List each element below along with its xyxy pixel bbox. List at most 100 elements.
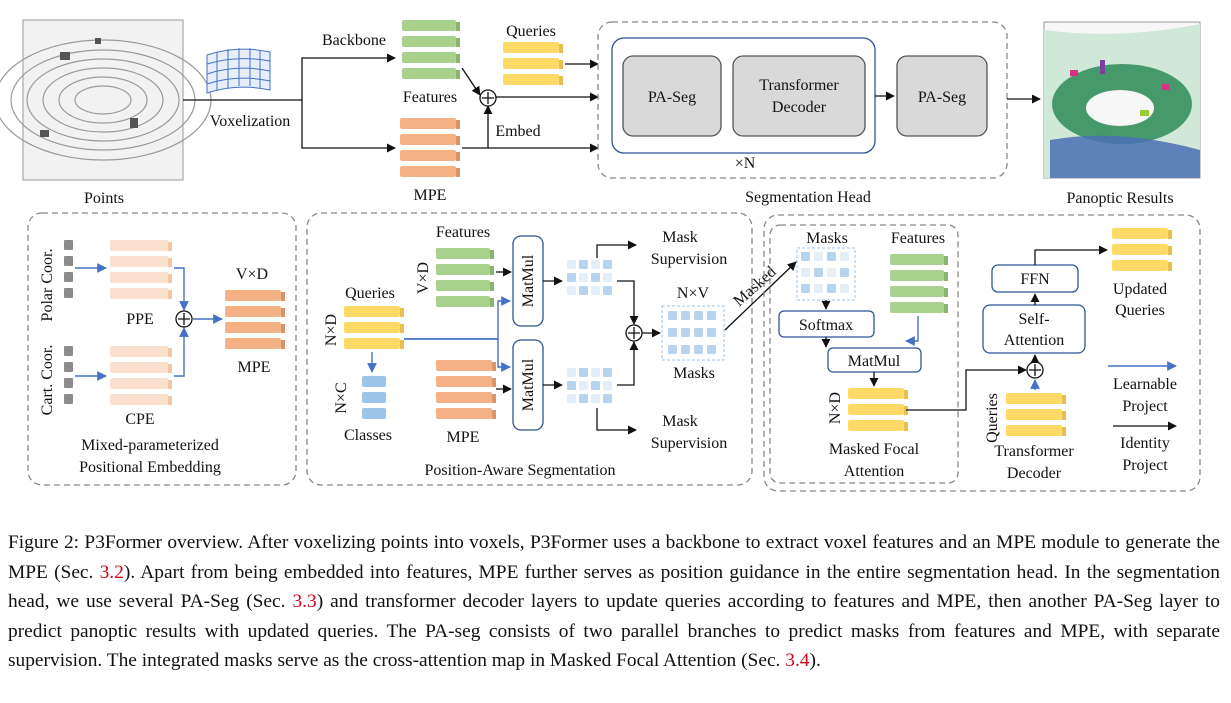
caption-ref-2[interactable]: 3.3	[292, 591, 317, 612]
mfa-matmul-label: MatMul	[848, 353, 901, 370]
pa-nxd-label: N×D	[323, 314, 340, 346]
pa-mpe-stack	[436, 360, 496, 419]
mpe-title-1: Mixed-parameterized	[81, 437, 219, 454]
pa-features-label: Features	[436, 224, 490, 241]
features-label: Features	[403, 89, 457, 106]
classes-label: Classes	[344, 427, 392, 444]
mfa-title-2: Attention	[844, 463, 904, 480]
caption-ref-3[interactable]: 3.4	[785, 650, 810, 671]
caption-text-3: ) and transformer decoder layers to upda…	[8, 591, 1220, 671]
mfa-masks-label: Masks	[806, 230, 848, 247]
embed-label: Embed	[495, 123, 540, 140]
points-image	[0, 19, 212, 181]
td-queries-stack	[1006, 393, 1066, 436]
legend-learnable-1: Learnable	[1113, 376, 1177, 393]
paseg-panel-box	[306, 212, 753, 486]
mask-sup-top-2: Supervision	[651, 251, 727, 268]
mfa-features-stack	[890, 254, 948, 313]
masked-label: Masked	[730, 263, 779, 310]
legend-identity-1: Identity	[1120, 435, 1170, 452]
queries-label: Queries	[506, 23, 556, 40]
paseg-module-2: PA-Seg	[896, 55, 988, 137]
mfa-title-1: Masked Focal	[829, 441, 920, 458]
cpe-label: CPE	[125, 411, 154, 428]
mpe-plus-node	[175, 310, 193, 328]
pa-queries-label: Queries	[345, 285, 395, 302]
panoptic-image	[1043, 21, 1201, 179]
caption-text-4: ).	[809, 650, 821, 671]
transformer-decoder-module	[732, 55, 866, 137]
mask-sup-top-1: Mask	[662, 229, 698, 246]
mask-sup-bottom-1: Mask	[662, 413, 698, 430]
polar-coor-label: Polar Coor.	[39, 249, 56, 322]
pa-queries-stack	[344, 306, 404, 349]
legend-learnable-2: Project	[1122, 398, 1168, 415]
mfa-nxd-label: N×D	[827, 392, 844, 424]
nxv-label: N×V	[677, 285, 710, 302]
features-stack	[402, 20, 460, 79]
self-attn-2: Attention	[1004, 332, 1064, 349]
updated-queries-1: Updated	[1113, 281, 1167, 298]
self-attention-box	[982, 304, 1086, 354]
cart-coor-label: Cart. Coor.	[39, 345, 56, 416]
voxel-grid-icon	[206, 48, 271, 94]
paseg-title: Position-Aware Segmentation	[425, 462, 616, 479]
queries-stack	[503, 42, 563, 85]
masks-label: Masks	[673, 365, 715, 382]
svg-text:PA-Seg: PA-Seg	[918, 89, 966, 106]
td-word1: Transformer	[759, 77, 839, 94]
ppe-label: PPE	[126, 311, 154, 328]
caption-ref-1[interactable]: 3.2	[99, 561, 124, 583]
caption-text-1: Figure 2: P3Former overview. After voxel…	[8, 532, 1220, 583]
mask-grid-bottom	[567, 368, 612, 403]
paseg-module-1: PA-Seg	[622, 55, 722, 137]
updated-queries-2: Queries	[1115, 302, 1165, 319]
td-queries-label: Queries	[984, 393, 1001, 443]
softmax-label: Softmax	[799, 317, 853, 334]
mfa-features-label: Features	[891, 230, 945, 247]
legend-identity-2: Project	[1122, 457, 1168, 474]
pa-features-stack	[436, 248, 494, 307]
segmentation-head-label: Segmentation Head	[745, 189, 871, 206]
plus-node	[479, 89, 497, 107]
figure: Points Voxelization Backbone Features Qu…	[0, 19, 1201, 492]
self-attn-1: Self-	[1018, 311, 1049, 328]
vxd-label: V×D	[236, 266, 268, 283]
caption-text-2: ). Apart from being embedded into featur…	[8, 561, 1221, 613]
cart-coords-stack	[64, 346, 73, 404]
cpe-stack	[110, 346, 172, 405]
polar-coords-stack	[64, 240, 73, 298]
td-label-2: Decoder	[1007, 465, 1062, 482]
ppe-stack	[110, 240, 172, 299]
mpe-label: MPE	[414, 187, 447, 204]
segmentation-head-box	[597, 21, 1008, 179]
mfa-query-stack	[848, 388, 908, 431]
pa-nxc-label: N×C	[333, 382, 350, 413]
mask-grid-top	[567, 260, 612, 295]
pa-mpe-label: MPE	[447, 429, 480, 446]
classes-stack	[362, 376, 386, 419]
backbone-label: Backbone	[322, 32, 386, 49]
ffn-label: FFN	[1020, 271, 1050, 288]
mfa-inner-box	[769, 224, 959, 484]
updated-queries-stack	[1112, 228, 1172, 271]
voxelization-label: Voxelization	[210, 113, 291, 130]
mpe-stack	[400, 118, 460, 177]
mfa-outer-box	[763, 214, 1201, 492]
pa-vxd-label: V×D	[415, 262, 432, 294]
matmul-bottom-label: MatMul	[520, 358, 537, 411]
td-word2: Decoder	[772, 99, 827, 116]
points-label: Points	[84, 190, 124, 207]
svg-text:PA-Seg: PA-Seg	[648, 89, 696, 106]
figure-caption: Figure 2: P3Former overview. After voxel…	[8, 528, 1220, 676]
panoptic-label: Panoptic Results	[1066, 190, 1173, 207]
matmul-top-label: MatMul	[520, 254, 537, 307]
pa-plus-node	[625, 324, 643, 342]
mpe-title-2: Positional Embedding	[79, 459, 221, 476]
mask-sup-bottom-2: Supervision	[651, 435, 727, 452]
masks-grid	[661, 305, 725, 361]
mpe-output-stack	[225, 290, 285, 349]
mfa-masks-grid	[796, 247, 856, 301]
xn-label: ×N	[735, 155, 756, 172]
mpe-output-label: MPE	[238, 359, 271, 376]
